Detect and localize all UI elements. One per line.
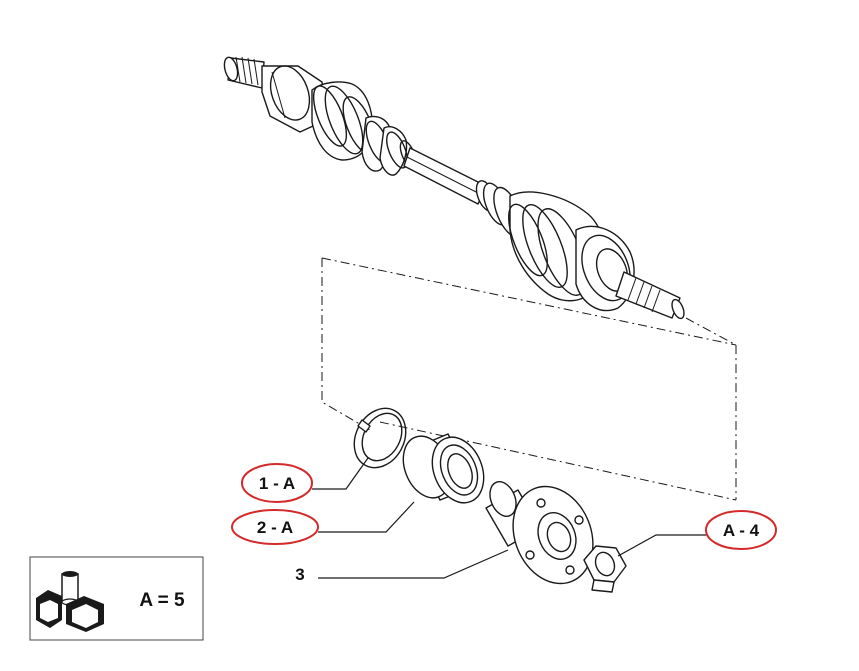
inner-cv-joint (261, 65, 327, 133)
callout-snap-ring: 1 - A (241, 463, 313, 503)
callout-label: 2 - A (257, 518, 293, 537)
inner-boot (311, 81, 417, 176)
callout-oval (705, 510, 777, 550)
callout-oval (231, 509, 319, 545)
callout-label: 3 (295, 565, 304, 584)
callout-hub: 3 (295, 565, 304, 584)
fiat-tool-kit-icon (36, 571, 104, 632)
legend-box: A = 5 (29, 556, 204, 641)
hub-nut (583, 545, 627, 593)
legend-text: A = 5 (139, 590, 185, 611)
callout-bearing: 2 - A (231, 509, 319, 545)
assembly-guide-lines (321, 257, 737, 501)
callout-label: 1 - A (259, 474, 295, 493)
callout-oval (241, 463, 313, 503)
callout-label: A - 4 (723, 521, 760, 540)
callout-nut: A - 4 (705, 510, 777, 550)
wheel-hub (485, 481, 594, 585)
shaft-bar (403, 147, 487, 205)
leader-lines (312, 457, 708, 579)
outer-spline-stub (615, 271, 685, 320)
wheel-bearing (402, 433, 485, 504)
inner-spline-stub (223, 56, 265, 89)
snap-ring (353, 407, 407, 469)
drive-shaft (223, 56, 685, 320)
